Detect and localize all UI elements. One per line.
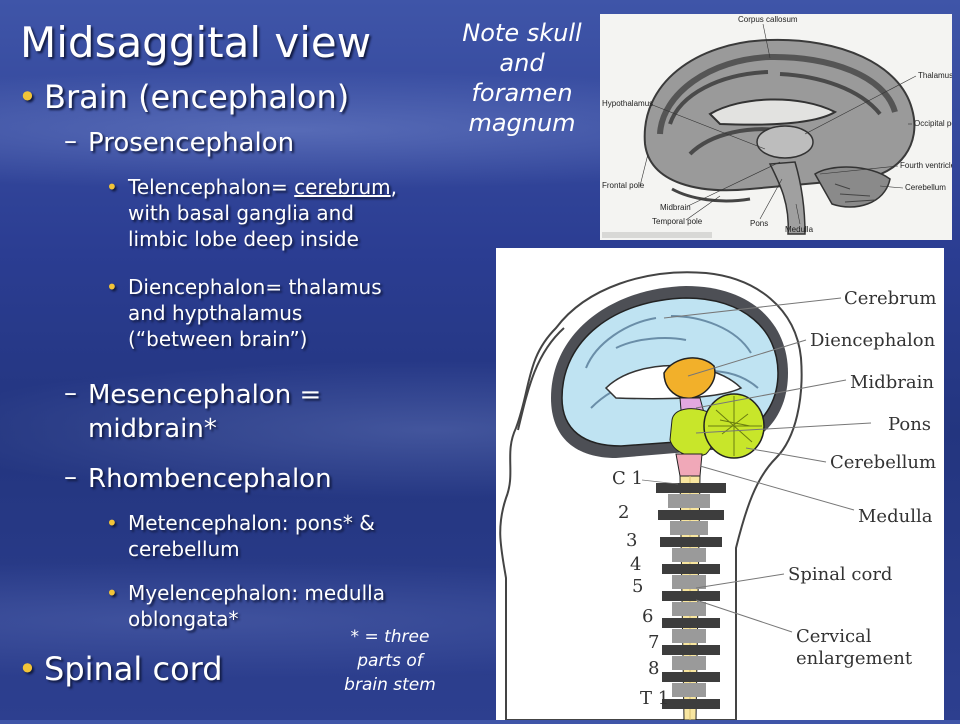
photo-label-hypothalamus: Hypothalamus [602,99,653,108]
bullet-dot-icon: • [18,650,37,688]
cns-diagram: Cerebrum Diencephalon Midbrain Pons Cere… [496,248,944,721]
bullet-dot-icon: • [106,175,118,199]
bullet-text: Spinal cord [44,650,223,688]
label-vertebra-4: 4 [630,554,641,575]
label-vertebra-6: 6 [642,606,653,627]
photo-label-thalamus: Thalamus [918,71,952,80]
photo-label-fourth-ventricle: Fourth ventricle [900,161,952,170]
label-cerebrum: Cerebrum [844,288,936,309]
cerebrum-underlined: cerebrum [294,175,391,199]
photo-label-temporal-pole: Temporal pole [652,217,703,226]
photo-label-corpus-callosum: Corpus callosum [738,15,798,24]
note-skull-foramen: Note skull and foramen magnum [462,19,582,137]
photo-label-midbrain: Midbrain [660,203,691,212]
cns-diagram-illustration: Cerebrum Diencephalon Midbrain Pons Cere… [496,248,944,721]
note-brain-stem: * = three parts of brain stem [344,627,436,695]
bullet-dot-icon: • [106,581,118,605]
bullet-dot-icon: • [106,511,118,535]
bullet-text: Metencephalon: pons* & cerebellum [128,511,375,561]
photo-label-cerebellum: Cerebellum [905,183,946,192]
label-vertebra-8: 8 [648,658,659,679]
dash-icon: – [64,378,77,408]
label-c1: C 1 [612,468,643,489]
slide-title: Midsaggital view [20,18,372,67]
label-medulla: Medulla [858,506,933,527]
bullet-text: Prosencephalon [88,128,295,158]
photo-label-frontal-pole: Frontal pole [602,181,645,190]
label-midbrain: Midbrain [850,372,934,393]
bullet-text: Telencephalon= cerebrum, with basal gang… [128,175,397,251]
label-pons: Pons [888,414,931,435]
label-cervical-enlargement: Cervical [796,626,872,647]
label-vertebra-2: 2 [618,502,629,523]
bullet-dot-icon: • [106,275,118,299]
bullet-text: Rhombencephalon [88,464,332,494]
bullet-text: Myelencephalon: medulla oblongata* [128,581,385,631]
label-cervical-enlargement-2: enlargement [796,648,913,669]
dash-icon: – [64,462,77,492]
photo-label-medulla: Medulla [785,225,814,234]
label-spinal-cord: Spinal cord [788,564,892,585]
label-vertebra-7: 7 [648,632,659,653]
label-vertebra-5: 5 [632,576,643,597]
bullet-text: Diencephalon= thalamus and hypthalamus (… [128,275,382,351]
label-t1: T 1 [640,688,669,709]
label-vertebra-3: 3 [626,530,637,551]
bullet-text: Mesencephalon = midbrain* [88,380,322,444]
label-cerebellum: Cerebellum [830,452,936,473]
brain-photo: Corpus callosum Thalamus Hypothalamus Oc… [600,14,960,240]
photo-label-pons: Pons [750,219,768,228]
photo-label-occipital-pole: Occipital pole [914,119,952,128]
dash-icon: – [64,126,77,156]
bullet-text: Brain (encephalon) [44,78,350,116]
bullet-dot-icon: • [18,78,37,116]
brain-photo-illustration: Corpus callosum Thalamus Hypothalamus Oc… [600,14,960,240]
label-diencephalon: Diencephalon [810,330,936,351]
